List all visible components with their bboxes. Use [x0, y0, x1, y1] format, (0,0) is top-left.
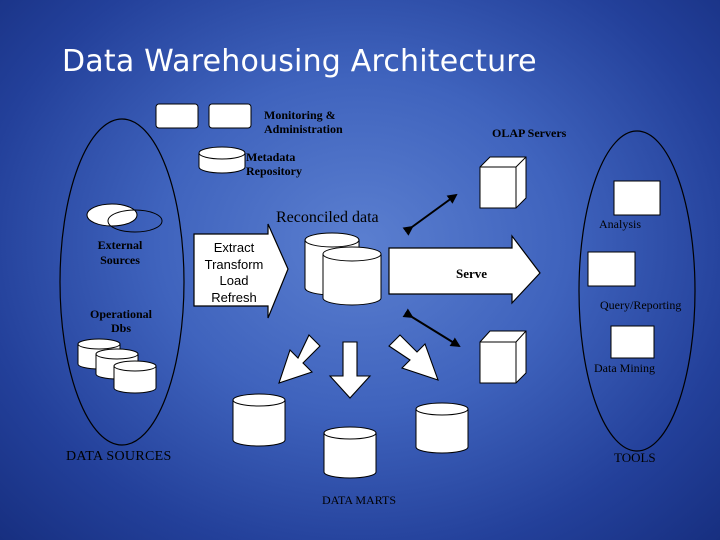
- data-mart-arrow-right: [388, 334, 439, 381]
- data-mart-arrow-left: [278, 334, 321, 384]
- slide-title: Data Warehousing Architecture: [62, 44, 537, 79]
- olap-cube-top-icon: [479, 156, 527, 209]
- analysis-label: Analysis: [599, 217, 641, 231]
- data-mining-box: [610, 325, 655, 359]
- serve-arrow: [388, 234, 541, 305]
- serve-label: Serve: [456, 266, 488, 281]
- query-reporting-box: [587, 251, 636, 287]
- external-sources-label: External Sources: [97, 238, 143, 267]
- reconciled-data-icon: [304, 232, 382, 306]
- data-sources-ellipse: [59, 118, 185, 446]
- metadata-repository-icon: [198, 146, 246, 174]
- monitoring-box-1: [155, 103, 199, 129]
- operational-dbs-label: Operational Dbs: [90, 307, 152, 335]
- monitoring-box-2: [208, 103, 252, 129]
- etl-label: Extract Transform Load Refresh: [204, 240, 264, 305]
- external-sources-icon: [86, 203, 163, 233]
- tools-label: TOOLS: [614, 450, 656, 465]
- data-mart-cylinder-2: [323, 426, 377, 479]
- etl-arrow: [193, 223, 289, 319]
- data-mart-arrow-center: [328, 341, 372, 399]
- olap-link-arrow-top: [402, 193, 458, 236]
- reconciled-data-label: Reconciled data: [276, 209, 379, 226]
- query-reporting-label: Query/Reporting: [600, 298, 682, 312]
- data-mart-cylinder-3: [415, 402, 469, 454]
- operational-dbs-icon: [77, 338, 157, 394]
- olap-servers-label: OLAP Servers: [492, 126, 567, 140]
- olap-link-arrow-bottom: [402, 308, 461, 348]
- data-marts-label: DATA MARTS: [322, 493, 396, 507]
- metadata-label: Metadata Repository: [246, 150, 302, 178]
- analysis-box: [613, 180, 661, 216]
- data-sources-label: DATA SOURCES: [66, 449, 172, 464]
- data-mining-label: Data Mining: [594, 361, 655, 375]
- monitoring-label: Monitoring & Administration: [264, 108, 343, 136]
- data-mart-cylinder-1: [232, 393, 286, 447]
- tools-ellipse: [578, 130, 696, 452]
- olap-cube-bottom-icon: [479, 330, 527, 384]
